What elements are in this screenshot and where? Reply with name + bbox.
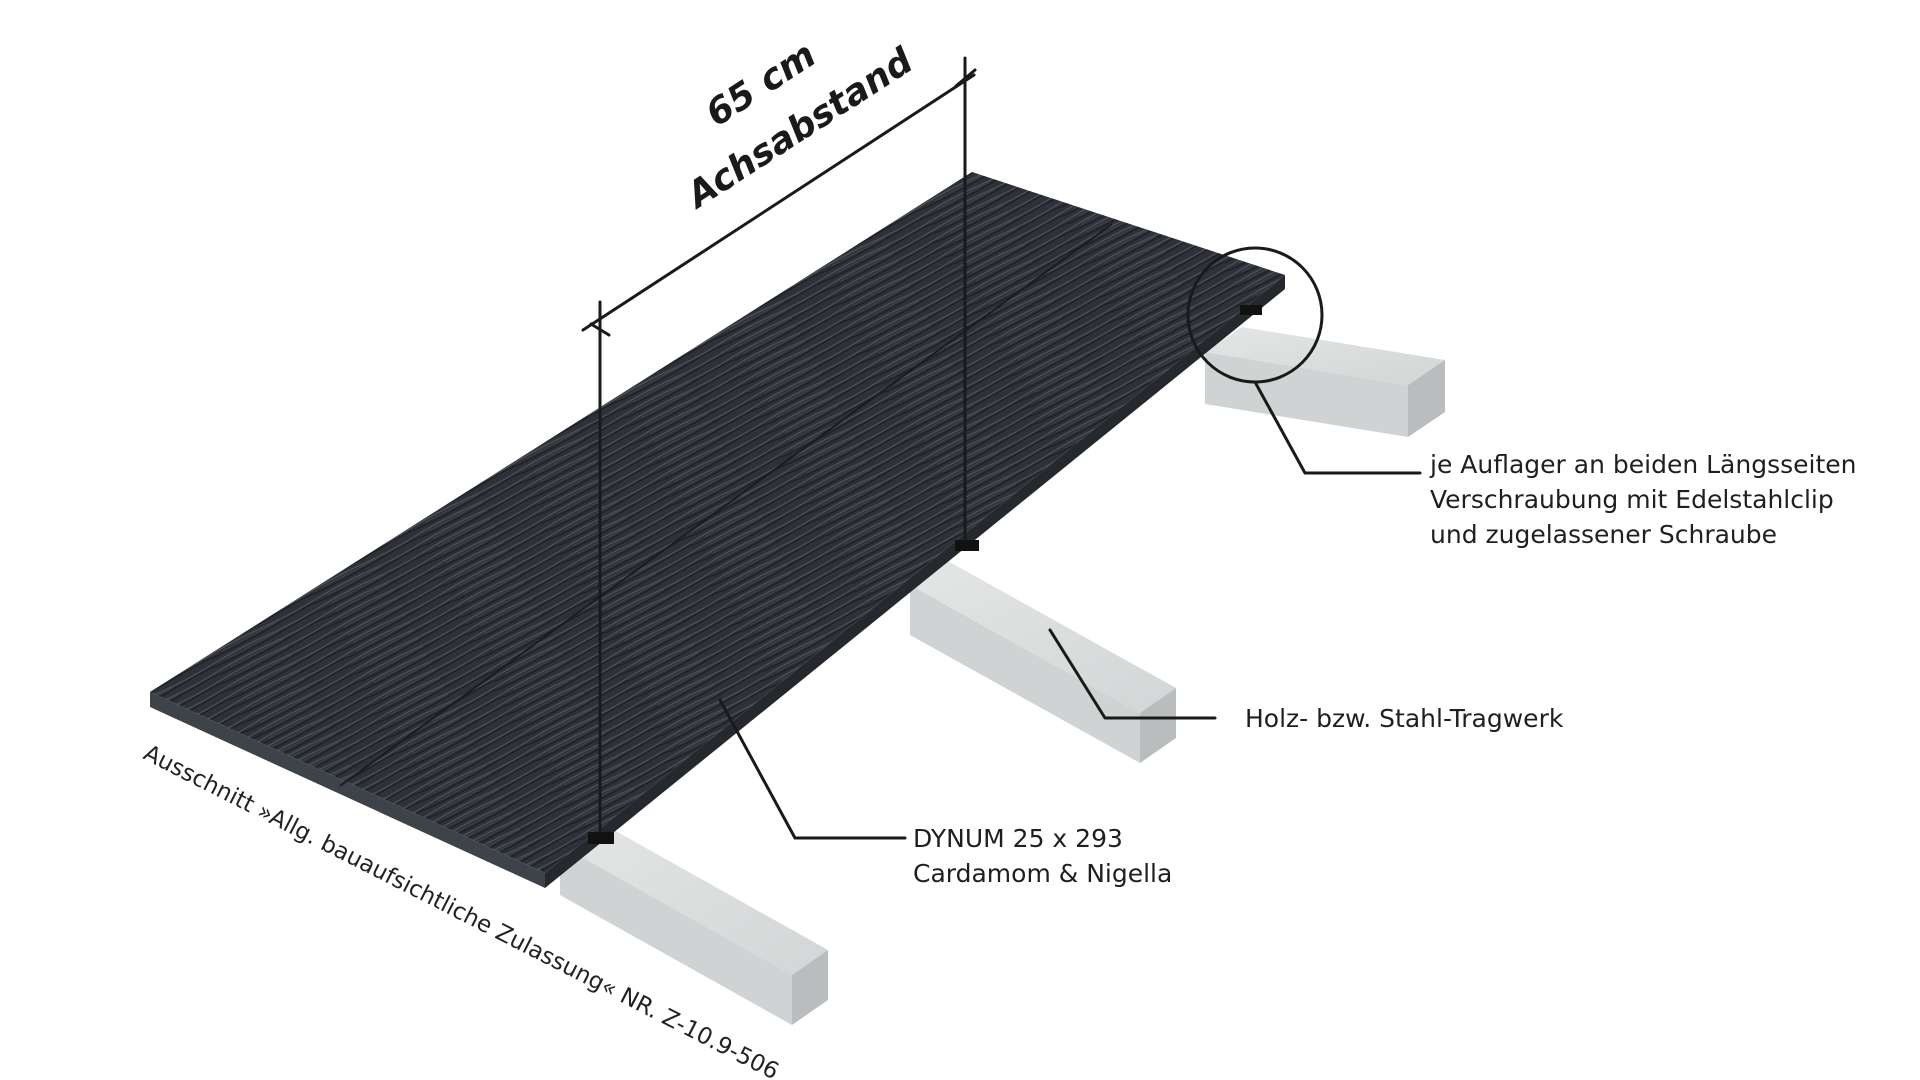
callout-fastening-line2: Verschraubung mit Edelstahlclip (1430, 485, 1834, 514)
callout-substructure-line1: Holz- bzw. Stahl-Tragwerk (1245, 704, 1564, 733)
callout-substructure: Holz- bzw. Stahl-Tragwerk (1245, 704, 1564, 733)
leader-fastening (1253, 380, 1422, 475)
leader-substructure (1048, 628, 1217, 720)
callout-fastening: je Auflager an beiden Längsseiten Versch… (1429, 450, 1856, 549)
joist-middle (910, 560, 1176, 763)
leader-product (718, 698, 907, 840)
clip-icon (588, 305, 1262, 844)
deck-board (150, 172, 1285, 888)
callout-product-line1: DYNUM 25 x 293 (913, 824, 1123, 853)
joist-back (1205, 327, 1445, 437)
callout-product: DYNUM 25 x 293 Cardamom & Nigella (913, 824, 1172, 888)
callout-fastening-line1: je Auflager an beiden Längsseiten (1429, 450, 1856, 479)
joist-front (560, 820, 828, 1025)
dimension-label: 65 cm Achsabstand (678, 34, 922, 218)
callout-product-line2: Cardamom & Nigella (913, 859, 1172, 888)
dimension-lines (581, 56, 977, 832)
callout-fastening-line3: und zugelassener Schraube (1430, 520, 1777, 549)
